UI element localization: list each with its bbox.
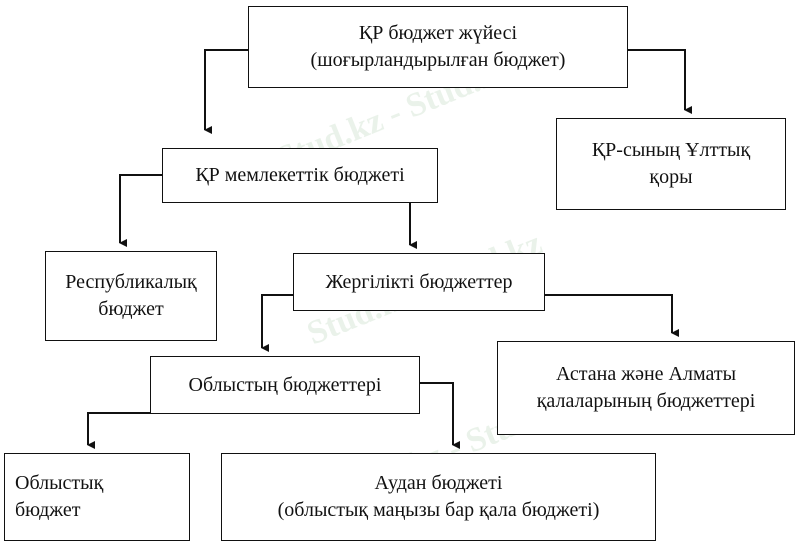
arrow-root-to-state-budget xyxy=(204,49,248,134)
node-district-budget-line1: Аудан бюджеті xyxy=(374,472,503,494)
node-astana-almaty-budgets: Астана және Алматы қалаларының бюджеттер… xyxy=(497,341,795,435)
node-republican-budget-line1: Республикалық xyxy=(65,271,197,293)
arrow-local-to-oblast xyxy=(261,294,293,352)
node-national-fund-line1: ҚР-сының Ұлттық xyxy=(591,139,751,161)
node-national-fund: ҚР-сының Ұлттық қоры xyxy=(556,118,786,210)
node-district-budget: Аудан бюджеті (облыстық маңызы бар қала … xyxy=(221,453,656,541)
node-astana-almaty-line1: Астана және Алматы xyxy=(555,363,737,385)
arrow-oblast-to-oblast-budget xyxy=(87,412,150,449)
arrow-oblast-to-district xyxy=(420,382,460,449)
node-local-budgets-line1: Жергілікті бюджеттер xyxy=(325,270,513,293)
node-national-fund-line2: қоры xyxy=(649,166,693,188)
node-oblast-budget-line2: бюджет xyxy=(15,499,81,521)
node-district-budget-line2: (облыстық маңызы бар қала бюджеті) xyxy=(277,499,600,521)
arrow-state-to-republican xyxy=(119,174,162,247)
node-republican-budget: Республикалық бюджет xyxy=(45,251,217,341)
node-budget-system-line1: ҚР бюджет жүйесі xyxy=(358,22,518,44)
node-budget-system: ҚР бюджет жүйесі (шоғырландырылған бюдже… xyxy=(248,6,628,88)
node-budget-system-line2: (шоғырландырылған бюджет) xyxy=(310,49,566,71)
node-oblast-budget-line1: Облыстық xyxy=(15,472,104,494)
node-oblast-budgets: Облыстың бюджеттері xyxy=(150,356,420,414)
node-local-budgets: Жергілікті бюджеттер xyxy=(293,253,545,311)
node-republican-budget-line2: бюджет xyxy=(98,298,164,320)
node-oblast-budget: Облыстық бюджет xyxy=(4,453,190,541)
arrow-root-to-national-fund xyxy=(628,49,692,114)
node-oblast-budgets-line1: Облыстың бюджеттері xyxy=(188,373,382,396)
node-state-budget: ҚР мемлекеттік бюджеті xyxy=(162,148,438,203)
arrow-local-to-astana xyxy=(545,294,679,337)
node-astana-almaty-line2: қалаларының бюджеттері xyxy=(536,390,756,412)
node-state-budget-line1: ҚР мемлекеттік бюджеті xyxy=(195,164,405,186)
